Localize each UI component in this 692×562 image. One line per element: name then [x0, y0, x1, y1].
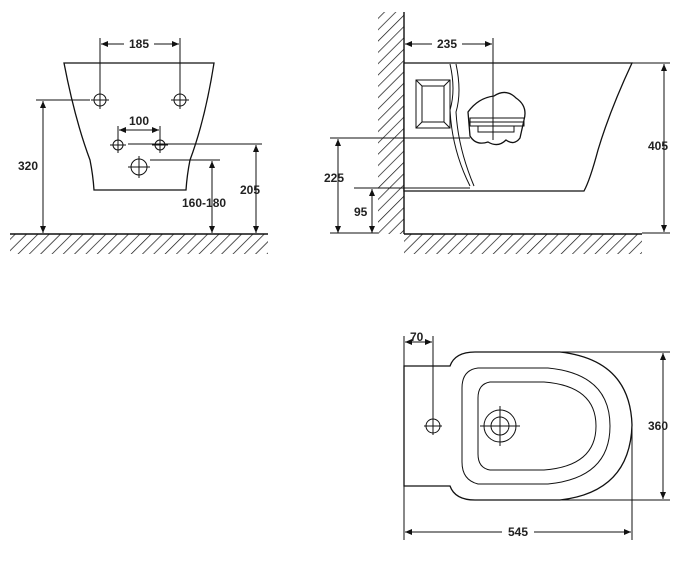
- label-360: 360: [648, 419, 668, 433]
- dim-205: 205: [128, 143, 262, 233]
- label-320: 320: [18, 159, 38, 173]
- label-185: 185: [129, 37, 149, 51]
- dim-545: 545: [403, 426, 633, 540]
- label-100: 100: [129, 114, 149, 128]
- dim-405: 405: [632, 62, 670, 234]
- front-fixing-hole-left: [110, 137, 126, 153]
- top-bowl-rim-outer: [461, 367, 611, 485]
- top-view: 70 360 545: [403, 330, 670, 540]
- dim-360: 360: [560, 351, 670, 501]
- label-95: 95: [354, 205, 368, 219]
- dim-235: 235: [405, 36, 494, 140]
- side-wall-bracket: [415, 79, 451, 129]
- label-70: 70: [410, 330, 424, 344]
- dim-70: 70: [403, 330, 434, 417]
- front-fixing-hole-right: [152, 137, 168, 153]
- side-drain-pipe: [449, 63, 475, 187]
- side-floor-hatch: [404, 234, 642, 254]
- label-405: 405: [648, 139, 668, 153]
- front-drain-outlet: [128, 156, 150, 178]
- label-225: 225: [324, 171, 344, 185]
- front-floor-hatch: [10, 234, 268, 254]
- label-235: 235: [437, 37, 457, 51]
- dim-320: 320: [18, 99, 90, 233]
- side-mixer-fitting: [467, 91, 526, 146]
- top-tap-hole: [424, 417, 442, 435]
- label-160-180: 160-180: [182, 196, 226, 210]
- top-bowl-rim-inner: [477, 381, 597, 471]
- dim-225: 225: [324, 137, 470, 234]
- front-mounting-hole-right: [171, 91, 189, 109]
- label-205: 205: [240, 183, 260, 197]
- dim-100: 100: [117, 114, 161, 138]
- dim-185: 185: [99, 36, 181, 92]
- dim-95: 95: [354, 187, 470, 233]
- label-545: 545: [508, 525, 528, 539]
- front-view: 185 100 320 160-180 205: [10, 36, 268, 254]
- front-mounting-hole-left: [91, 91, 109, 109]
- top-drain: [480, 406, 520, 446]
- side-wall-hatch: [378, 12, 404, 234]
- side-view: 235 405 225 95: [324, 12, 670, 254]
- dim-160-180: 160-180: [150, 159, 226, 233]
